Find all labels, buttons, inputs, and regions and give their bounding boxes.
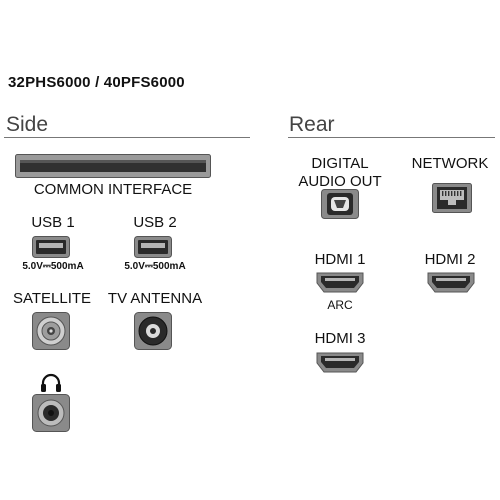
- network-port: [432, 183, 472, 213]
- hdmi1-label: HDMI 1: [314, 251, 366, 268]
- usb1-label: USB 1: [31, 214, 75, 231]
- model-title: 32PHS6000 / 40PFS6000: [8, 74, 185, 91]
- side-section-title: Side: [6, 113, 49, 136]
- digital-audio-out-label: DIGITAL AUDIO OUT: [290, 155, 390, 191]
- side-divider: [4, 137, 250, 138]
- hdmi1-port: [316, 271, 364, 293]
- rear-divider: [288, 137, 495, 138]
- headphone-jack: [32, 394, 70, 432]
- usb1-rating: 5.0V⎓500mA: [22, 261, 84, 272]
- usb2-port: [134, 236, 172, 258]
- hdmi3-label: HDMI 3: [314, 330, 366, 347]
- common-interface-label: COMMON INTERFACE: [33, 181, 193, 198]
- optical-port: [321, 189, 359, 219]
- satellite-label: SATELLITE: [12, 290, 92, 307]
- hdmi2-port: [427, 271, 475, 293]
- usb2-rating: 5.0V⎓500mA: [124, 261, 186, 272]
- network-label: NETWORK: [411, 155, 489, 172]
- tv-antenna-label: TV ANTENNA: [107, 290, 203, 307]
- satellite-port: [32, 312, 70, 350]
- usb1-port: [32, 236, 70, 258]
- hdmi3-port: [316, 351, 364, 373]
- hdmi1-arc-label: ARC: [327, 298, 353, 312]
- usb2-label: USB 2: [133, 214, 177, 231]
- rear-section-title: Rear: [289, 113, 335, 136]
- tv-antenna-port: [134, 312, 172, 350]
- digital-audio-out-line1: DIGITAL: [311, 155, 369, 172]
- digital-audio-out-line2: AUDIO OUT: [298, 173, 382, 190]
- headphones-icon: [40, 373, 62, 393]
- common-interface-slot: [15, 154, 211, 178]
- hdmi2-label: HDMI 2: [424, 251, 476, 268]
